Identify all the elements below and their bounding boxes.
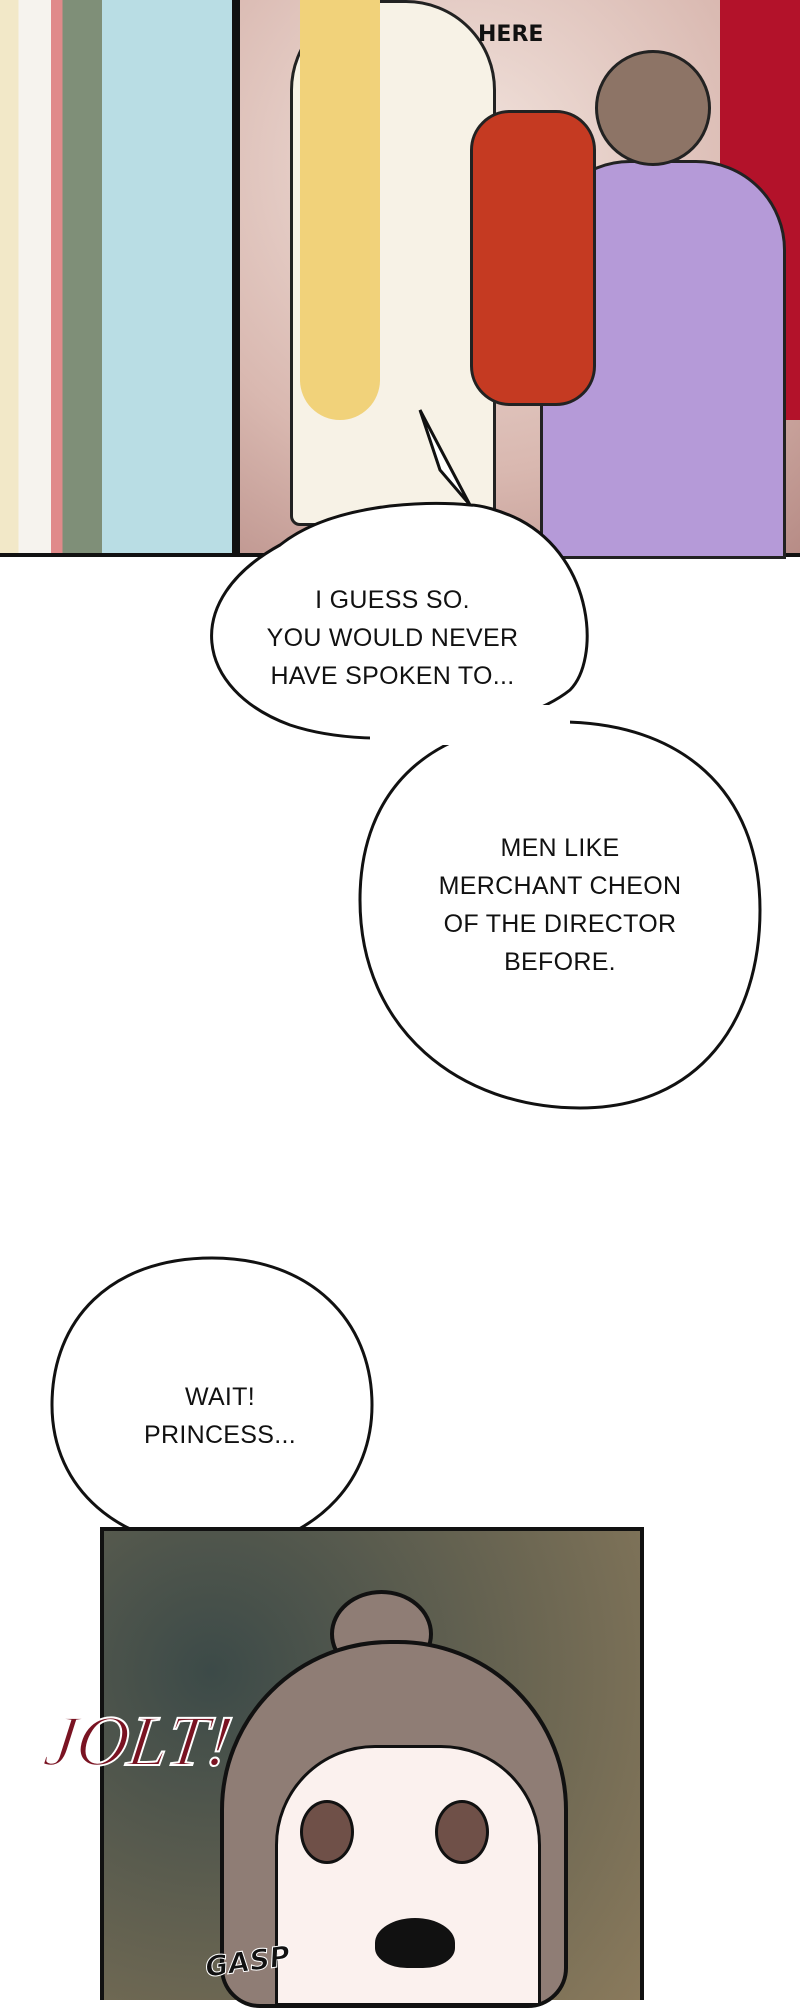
bubble-1-line-3: HAVE SPOKEN TO... — [270, 662, 515, 690]
bubble-2-line-2: MERCHANT CHEON — [438, 872, 682, 900]
open-mouth-art — [375, 1918, 455, 1968]
hanging-clothes-art — [0, 0, 232, 553]
bubble-2-line-3: OF THE DIRECTOR — [443, 910, 677, 938]
bubble-1-line-1: I GUESS SO. — [315, 586, 470, 614]
bubble-2-shape — [358, 720, 762, 1110]
girl-head-art — [595, 50, 711, 166]
bubble-2-text: MEN LIKE MERCHANT CHEON OF THE DIRECTOR … — [400, 829, 720, 981]
left-eye-art — [300, 1800, 354, 1864]
bubble-2-line-1: MEN LIKE — [500, 834, 620, 862]
bubble-3-text: WAIT! PRINCESS... — [80, 1378, 360, 1454]
right-eye-art — [435, 1800, 489, 1864]
blonde-hair-art — [300, 0, 380, 420]
bubble-1-text: I GUESS SO. YOU WOULD NEVER HAVE SPOKEN … — [230, 581, 555, 695]
bubble-1-shape — [210, 409, 589, 740]
bubble-2-line-4: BEFORE. — [504, 948, 616, 976]
bubble-3-line-2: PRINCESS... — [144, 1421, 296, 1449]
bubble-1-line-2: YOU WOULD NEVER — [266, 624, 519, 652]
sfx-jolt: JOLT! — [38, 1700, 238, 1782]
sfx-here: HERE — [478, 22, 544, 47]
red-fabric-art — [470, 110, 596, 406]
bubble-3-line-1: WAIT! — [184, 1383, 255, 1411]
